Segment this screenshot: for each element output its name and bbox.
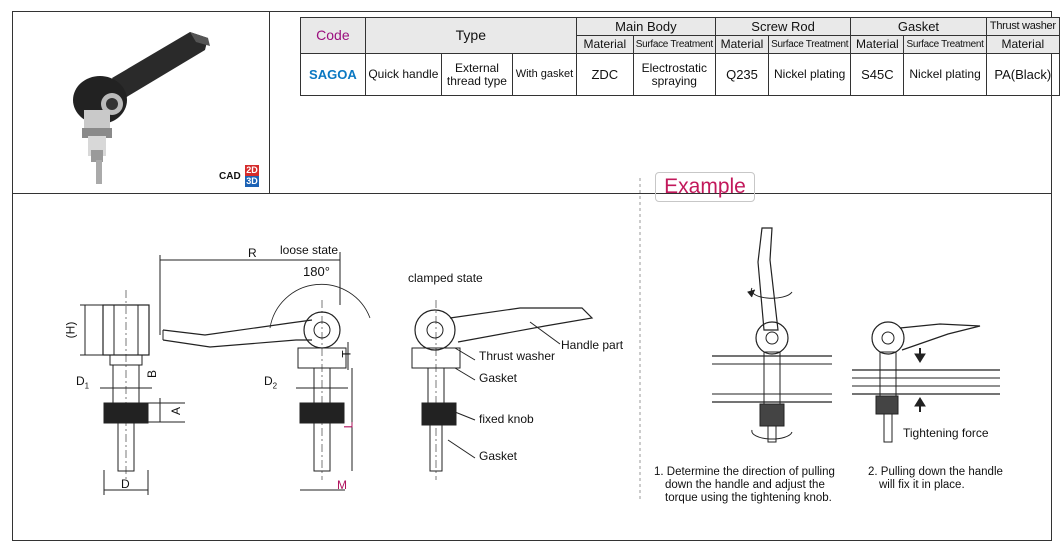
dim-B: B <box>145 369 160 379</box>
step1-text: 1. Determine the direction of pulling do… <box>654 466 835 505</box>
screw-surface-header: Surface Treatment <box>768 35 852 54</box>
cad-2d-label: 2D <box>245 165 259 176</box>
dim-D1-main: D <box>76 374 85 388</box>
screw-surface-value: Nickel plating <box>768 53 852 96</box>
spec-table: Code Type Main Body Screw Rod Gasket Thr… <box>300 17 1060 96</box>
cad-badge[interactable]: CAD 2D 3D <box>219 165 265 187</box>
side-view <box>80 290 185 495</box>
gasket-surface-value: Nickel plating <box>903 53 987 96</box>
outer-frame <box>12 11 1052 541</box>
dim-D2-sub: 2 <box>272 381 278 391</box>
dim-H: (H) <box>63 321 78 339</box>
angle-label: 180° <box>303 264 330 279</box>
main-body-header: Main Body <box>575 17 716 36</box>
section-divider <box>12 193 1052 194</box>
handle-part-label: Handle part <box>561 338 624 352</box>
dim-L: L <box>341 421 356 429</box>
dim-D1: D1 <box>76 374 89 390</box>
dim-R: R <box>248 246 257 260</box>
dim-D2-main: D <box>264 374 273 388</box>
step2-text: 2. Pulling down the handle will fix it i… <box>868 466 1003 492</box>
dim-A: A <box>169 406 184 416</box>
gasket-surface-header: Surface Treatment <box>903 35 987 54</box>
tightening-force-label: Tightening force <box>903 426 989 440</box>
example-title: Example <box>655 172 755 202</box>
code-value: SAGOA <box>300 53 366 96</box>
step2-line2: will fix it in place. <box>879 479 965 491</box>
type-quick-handle: Quick handle <box>364 53 442 96</box>
dim-D: D <box>121 477 130 491</box>
step1-line2: down the handle and adjust the <box>665 479 825 491</box>
gasket-material-value: S45C <box>850 53 905 96</box>
type2-line1: External <box>454 60 499 75</box>
thrust-material-value: PA(Black) <box>985 53 1060 96</box>
example-step1-drawing <box>712 227 832 443</box>
cad-3d-label: 3D <box>245 176 259 187</box>
dim-D2: D2 <box>264 374 277 390</box>
step1-line3: torque using the tightening knob. <box>665 492 832 504</box>
gasket-header: Gasket <box>850 17 987 36</box>
dim-M: M <box>337 478 347 492</box>
cad-label: CAD <box>219 171 241 182</box>
loose-state-view <box>159 252 371 491</box>
clamped-state-label: clamped state <box>408 271 483 285</box>
screw-material-header: Material <box>714 35 770 54</box>
thrust-washer-header: Thrust washer <box>985 17 1060 36</box>
screw-material-value: Q235 <box>714 53 770 96</box>
fixed-knob-label: fixed knob <box>479 412 534 426</box>
gasket-material-header: Material <box>850 35 905 54</box>
clamped-state-view <box>411 300 594 480</box>
dim-T: T <box>339 350 354 358</box>
type-with-gasket: With gasket <box>511 53 577 96</box>
type2-line2: thread type <box>446 73 507 88</box>
dim-D1-sub: 1 <box>84 381 90 391</box>
main-surface-line2: spraying <box>651 73 697 88</box>
main-surface-line1: Electrostatic <box>641 60 707 75</box>
gasket-top-label: Gasket <box>479 371 518 385</box>
example-step2-drawing <box>852 321 1000 443</box>
thrust-washer-label: Thrust washer <box>479 349 556 363</box>
step1-line1: 1. Determine the direction of pulling <box>654 466 835 478</box>
step2-line1: 2. Pulling down the handle <box>868 466 1003 478</box>
type-header: Type <box>364 17 577 54</box>
main-material-value: ZDC <box>575 53 634 96</box>
gasket-bottom-label: Gasket <box>479 449 518 463</box>
loose-state-label: loose state <box>280 243 339 257</box>
type-external-thread: External thread type <box>440 53 513 96</box>
